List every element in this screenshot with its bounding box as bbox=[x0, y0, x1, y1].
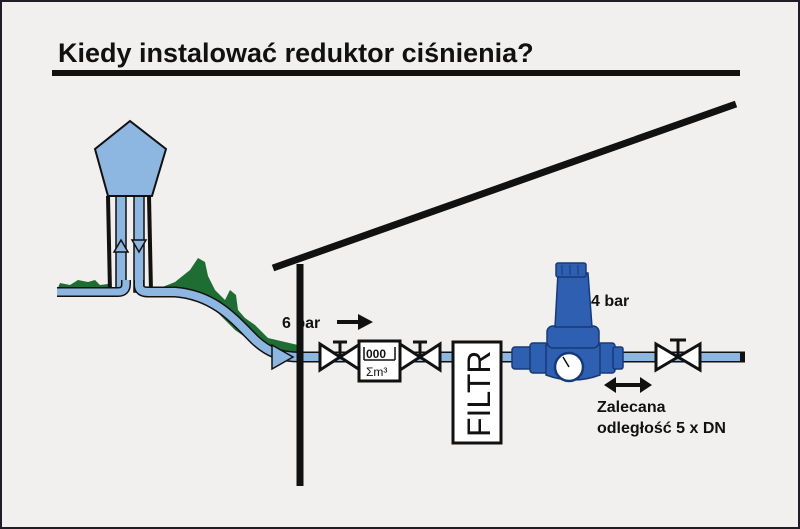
water-meter[interactable]: 000 Σm³ bbox=[357, 339, 402, 383]
distance-label-line1: Zalecana bbox=[597, 399, 666, 416]
meter-outlet-valve[interactable] bbox=[398, 340, 442, 373]
pipe-left bbox=[57, 280, 130, 296]
house-roof bbox=[271, 100, 738, 272]
filter[interactable]: FILTR bbox=[451, 340, 503, 445]
outlet-pressure-label: 4 bar bbox=[591, 293, 629, 310]
outlet-valve[interactable] bbox=[654, 338, 702, 373]
meter-digits: 000 bbox=[366, 347, 386, 361]
distance-label-line2: odległość 5 x DN bbox=[597, 420, 726, 437]
flow-arrow-icon bbox=[271, 343, 295, 371]
filter-label: FILTR bbox=[461, 350, 497, 437]
flow-up-arrow-icon bbox=[112, 238, 130, 253]
flow-down-arrow-icon bbox=[130, 239, 148, 254]
tower-leg-right bbox=[147, 195, 153, 293]
arrow-left-icon bbox=[604, 377, 616, 393]
tower-leg-left bbox=[106, 195, 112, 293]
pressure-reducer[interactable] bbox=[511, 262, 624, 383]
direction-arrow-icon bbox=[358, 314, 373, 330]
inlet-pressure-label: 6 bar bbox=[282, 315, 320, 332]
diagram-title: Kiedy instalować reduktor ciśnienia? bbox=[58, 38, 534, 68]
inlet-valve[interactable] bbox=[318, 340, 362, 373]
arrow-right-icon bbox=[640, 377, 652, 393]
title-underline bbox=[52, 70, 740, 76]
water-tower-tank bbox=[93, 119, 168, 197]
meter-unit: Σm³ bbox=[366, 365, 387, 379]
